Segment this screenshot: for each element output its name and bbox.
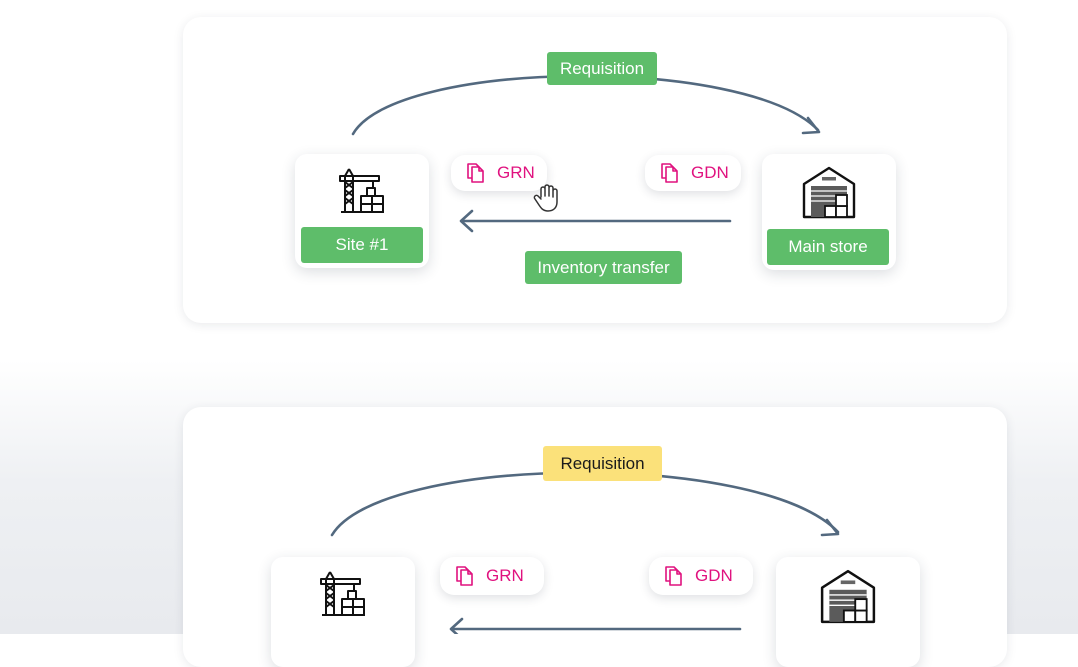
inventory-transfer-label: Inventory transfer bbox=[525, 251, 682, 284]
document-copy-icon bbox=[661, 163, 678, 183]
grn-document-pill-bottom[interactable]: GRN bbox=[440, 557, 544, 595]
grn-document-pill[interactable]: GRN bbox=[451, 155, 547, 191]
arrows-layer bbox=[330, 74, 840, 634]
gdn-label-bottom: GDN bbox=[695, 566, 733, 585]
requisition-label-bottom: Requisition bbox=[543, 446, 662, 481]
main-store-node[interactable]: Main store bbox=[762, 154, 896, 270]
gdn-document-pill-bottom[interactable]: GDN bbox=[649, 557, 753, 595]
requisition-arrowhead-bottom bbox=[820, 518, 840, 537]
gdn-document-pill[interactable]: GDN bbox=[645, 155, 741, 191]
transfer-arrowhead-bottom bbox=[449, 617, 464, 634]
document-copy-icon bbox=[467, 163, 484, 183]
requisition-label: Requisition bbox=[547, 52, 657, 85]
requisition-arrowhead-top bbox=[801, 116, 821, 135]
main-store-label: Main store bbox=[767, 229, 889, 265]
grn-label: GRN bbox=[497, 163, 535, 182]
site-node-bottom[interactable] bbox=[271, 557, 415, 667]
transfer-arrowhead-top bbox=[459, 209, 474, 233]
main-store-node-bottom[interactable] bbox=[776, 557, 920, 667]
site-label: Site #1 bbox=[301, 227, 423, 263]
document-copy-icon bbox=[665, 566, 682, 586]
construction-crane-icon bbox=[320, 571, 365, 616]
grn-label-bottom: GRN bbox=[486, 566, 524, 585]
requisition-arc-bottom bbox=[330, 471, 840, 537]
construction-crane-icon bbox=[339, 168, 384, 213]
warehouse-icon bbox=[802, 166, 856, 219]
gdn-label: GDN bbox=[691, 163, 729, 182]
document-copy-icon bbox=[456, 566, 473, 586]
hand-pointer-icon bbox=[533, 184, 558, 212]
warehouse-icon bbox=[820, 569, 876, 624]
site-node[interactable]: Site #1 bbox=[295, 154, 429, 268]
